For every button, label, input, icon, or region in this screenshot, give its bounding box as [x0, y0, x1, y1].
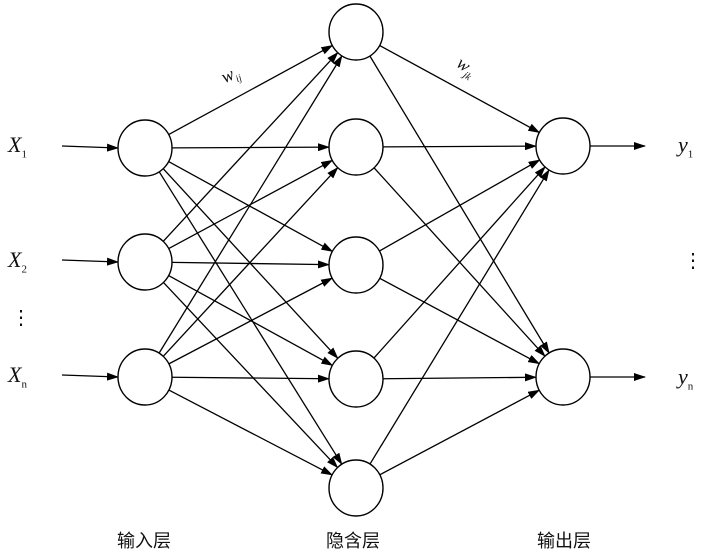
edge-input-hidden — [168, 277, 334, 365]
hidden-node — [328, 236, 384, 294]
edge-hidden-output — [369, 169, 550, 465]
input-node — [117, 119, 173, 177]
edge-hidden-output — [379, 44, 541, 134]
input-label-x1: X1 — [8, 132, 27, 161]
hidden-node — [328, 459, 384, 517]
output-ellipsis: ⋮ — [683, 250, 703, 272]
edge-input-hidden — [162, 51, 339, 242]
output-node — [535, 348, 591, 406]
input-label-xn: Xn — [8, 362, 27, 391]
edge-hidden-output — [379, 389, 541, 476]
edge-input-hidden — [162, 282, 339, 469]
edge-input-hidden — [158, 171, 343, 466]
input-arrow — [61, 372, 119, 381]
edge-input-hidden — [171, 374, 331, 383]
input-ellipsis: ⋮ — [11, 307, 31, 329]
edge-hidden-output — [379, 159, 541, 252]
edge-input-hidden — [162, 166, 339, 357]
hidden-node — [328, 350, 384, 408]
edge-input-hidden — [158, 55, 343, 354]
output-label-y1: y1 — [678, 132, 694, 161]
input-arrow — [61, 257, 119, 266]
output-layer-label: 输出层 — [537, 531, 591, 552]
edge-input-hidden — [171, 260, 331, 269]
output-label-yn: yn — [678, 364, 694, 393]
input-layer-label: 输入层 — [117, 531, 171, 552]
hidden-layer-label: 隐含层 — [326, 531, 380, 552]
input-arrow — [61, 143, 119, 152]
input-node — [117, 233, 173, 291]
output-node — [535, 117, 591, 175]
edge-hidden-output — [379, 277, 541, 365]
edge-input-hidden — [168, 44, 334, 136]
edge-input-hidden — [168, 389, 333, 476]
edge-input-hidden — [168, 161, 334, 252]
hidden-node — [328, 3, 384, 61]
hidden-node — [328, 118, 384, 176]
edge-hidden-output — [369, 55, 550, 354]
input-node — [117, 348, 173, 406]
edge-hidden-output — [373, 166, 546, 359]
edge-hidden-output — [382, 142, 538, 151]
input-label-x2: X2 — [8, 247, 27, 276]
edge-hidden-output — [382, 373, 538, 382]
